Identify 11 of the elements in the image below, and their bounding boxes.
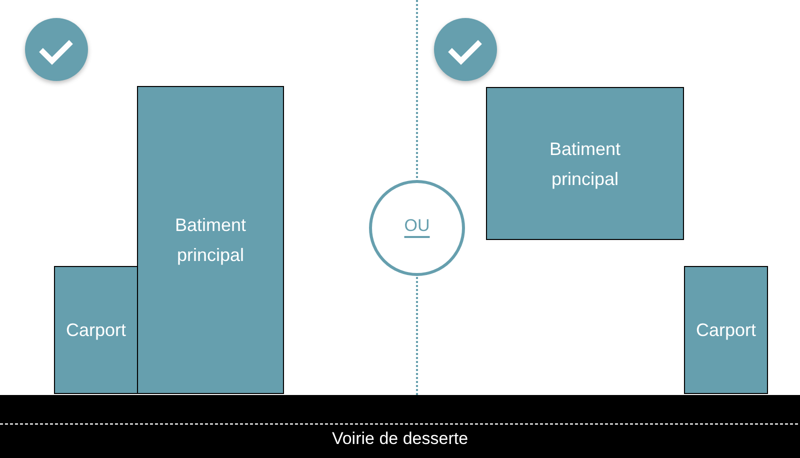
carport-box [54, 266, 138, 394]
building-label: Batiment principal [549, 138, 621, 191]
carport-label: Carport [66, 319, 126, 342]
building-box [486, 87, 684, 240]
building-label: Batiment principal [174, 214, 246, 267]
road-label: Voirie de desserte [332, 429, 468, 449]
road-band [0, 395, 800, 458]
or-label: OU [404, 216, 430, 236]
carport-label: Carport [696, 319, 756, 342]
carport-box [684, 266, 768, 394]
building-box [137, 86, 284, 394]
